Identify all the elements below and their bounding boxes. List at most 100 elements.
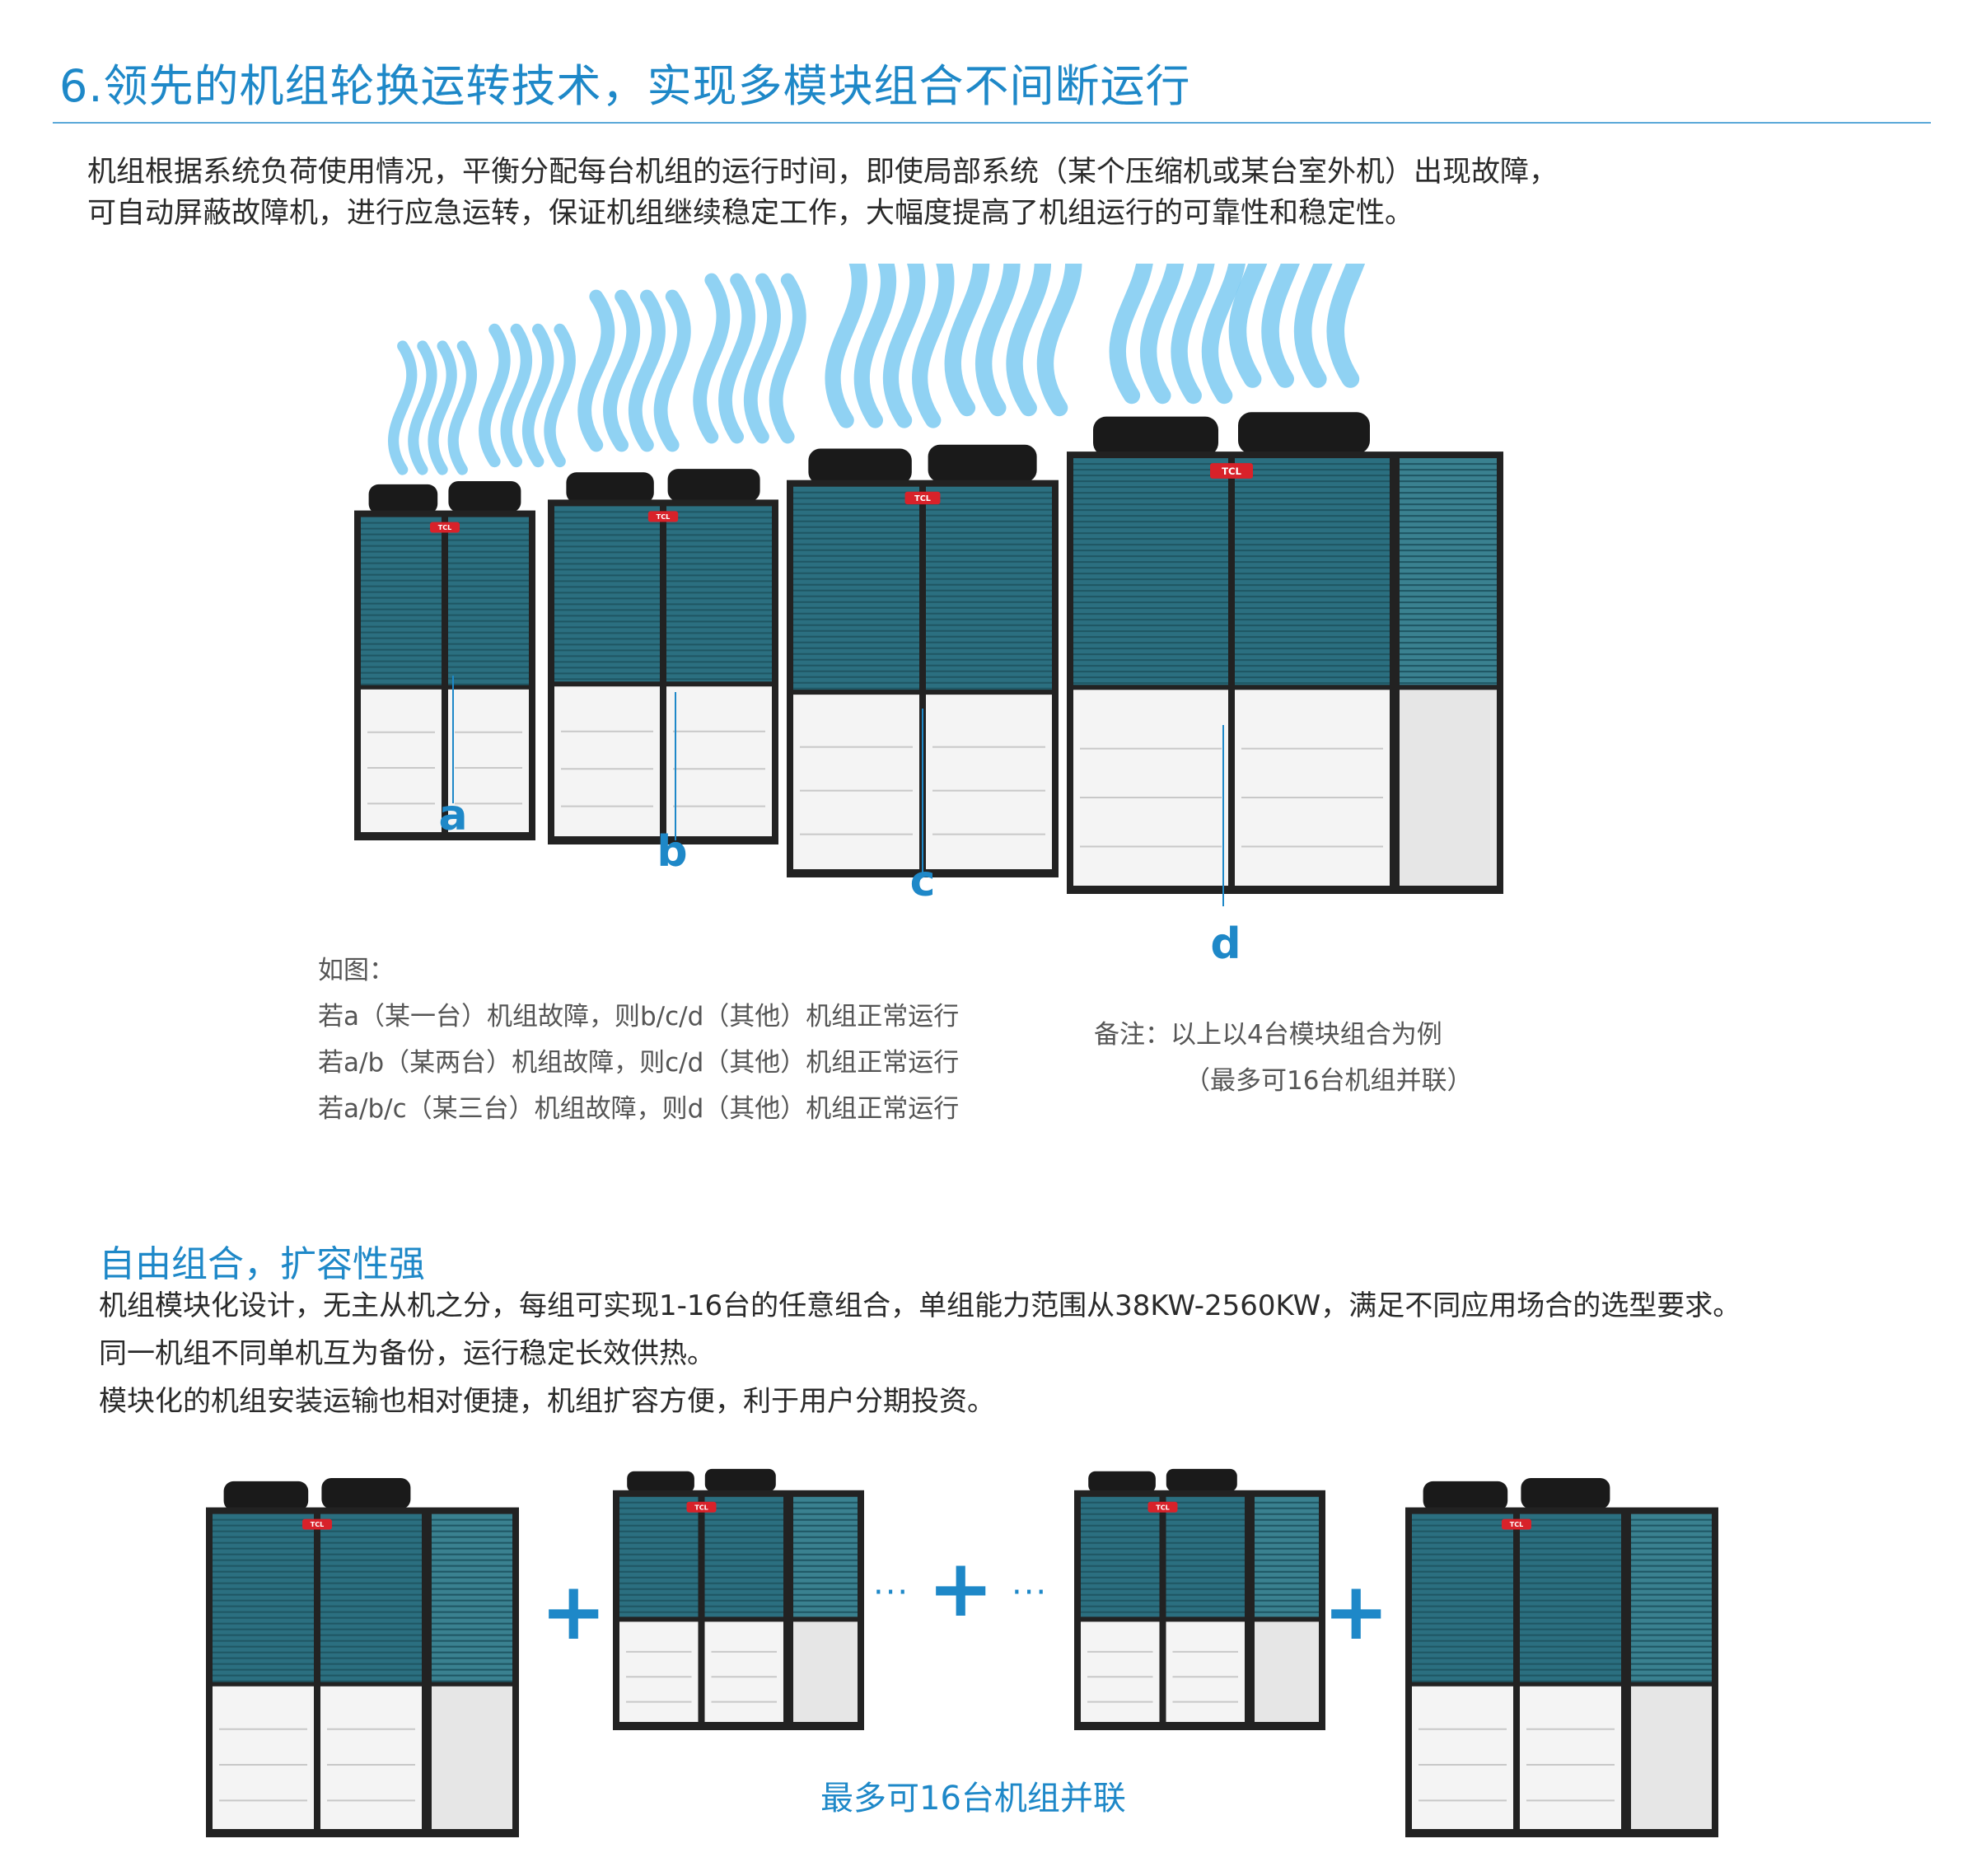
airflow-icon [825, 231, 955, 428]
coil-panel [1400, 458, 1497, 685]
coil-panel [1166, 1496, 1245, 1617]
coil-panel [1255, 1496, 1319, 1617]
unit-module: TCL [1074, 1468, 1325, 1730]
access-panel [1255, 1621, 1319, 1722]
access-panel [1520, 1686, 1621, 1829]
tcl-logo-icon [1210, 463, 1253, 479]
combo-unit-2: TCL [613, 1468, 864, 1730]
coil-panel [448, 517, 529, 685]
access-panel [432, 1686, 512, 1829]
modular-description: 机组模块化设计，无主从机之分，每组可实现1-16台的任意组合，单组能力范围从38… [99, 1282, 1741, 1425]
fan-icon [667, 469, 760, 502]
brand-label: TCL [1156, 1504, 1169, 1511]
access-panel [1412, 1686, 1513, 1829]
brand-label: TCL [1510, 1521, 1523, 1528]
access-panel [361, 689, 442, 832]
coil-panel [1412, 1513, 1513, 1682]
unit-module: TCL [354, 480, 535, 840]
unit-label-a: a [438, 791, 468, 840]
coil-panel [1520, 1513, 1621, 1682]
note-text: 备注：以上以4台模块组合为例 （最多可16台机组并联） [1094, 1012, 1472, 1104]
coil-panel [1631, 1513, 1712, 1682]
fan-icon [928, 444, 1037, 483]
combo-unit-3: TCL [1074, 1468, 1325, 1730]
access-panel [1235, 690, 1390, 886]
access-panel [1166, 1621, 1245, 1722]
fan-icon [1166, 1468, 1237, 1492]
access-panel [448, 689, 529, 832]
combo-unit-4: TCL [1405, 1477, 1718, 1837]
combo-unit-1: TCL [206, 1477, 519, 1837]
unit-module: TCL [206, 1477, 519, 1837]
fan-icon [566, 472, 654, 503]
access-panel [666, 686, 772, 836]
unit-label-d: d [1210, 919, 1241, 969]
access-panel [619, 1621, 699, 1722]
tcl-logo-icon [302, 1518, 332, 1530]
airflow-icon [944, 209, 1082, 417]
coil-panel [432, 1513, 512, 1682]
plus-icon: + [540, 1565, 607, 1658]
unit-module: TCL [613, 1468, 864, 1730]
access-panel [1631, 1686, 1712, 1829]
unit-module: TCL [1067, 412, 1503, 894]
intro-line: 机组根据系统负荷使用情况，平衡分配每台机组的运行时间，即使局部系统（某个压缩机或… [87, 156, 1559, 189]
access-panel [554, 686, 660, 836]
example-line: 若a（某一台）机组故障，则b/c/d（其他）机组正常运行 [318, 1002, 960, 1032]
example-text: 如图： 若a（某一台）机组故障，则b/c/d（其他）机组正常运行 若a/b（某两… [318, 947, 959, 1132]
coil-panel [619, 1496, 699, 1617]
plus-icon: + [1323, 1565, 1390, 1658]
tcl-logo-icon [647, 511, 679, 522]
desc-line: 同一机组不同单机互为备份，运行稳定长效供热。 [99, 1337, 715, 1370]
unit-module: TCL [548, 469, 778, 844]
access-panel [1400, 690, 1497, 886]
coil-panel [793, 1496, 858, 1617]
unit-label-c: c [909, 857, 936, 906]
coil-panel [666, 506, 772, 682]
coil-panel [1081, 1496, 1160, 1617]
access-panel [793, 1621, 858, 1722]
access-panel [926, 695, 1052, 869]
fan-icon [1088, 1471, 1156, 1493]
ellipsis-icon: ··· [873, 1574, 910, 1612]
airflow-icon [1228, 164, 1375, 388]
subsection-heading: 自由组合，扩容性强 [99, 1243, 425, 1285]
brand-label: TCL [1222, 465, 1241, 477]
fan-icon [808, 448, 912, 484]
coil-panel [1073, 458, 1228, 685]
intro-line: 可自动屏蔽故障机，进行应急运转，保证机组继续稳定工作，大幅度提高了机组运行的可靠… [87, 197, 1414, 230]
airflow-icon [388, 340, 477, 475]
tcl-logo-icon [1147, 1501, 1178, 1513]
fan-icon [627, 1471, 694, 1493]
fan-icon [1423, 1481, 1508, 1511]
access-panel [1073, 690, 1228, 886]
coil-panel [320, 1513, 422, 1682]
example-line: 若a/b（某两台）机组故障，则c/d（其他）机组正常运行 [318, 1048, 960, 1078]
note-line: 备注：以上以4台模块组合为例 [1094, 1020, 1442, 1050]
airflow-icon [479, 323, 576, 468]
fan-icon [1238, 412, 1370, 454]
brand-label: TCL [694, 1504, 708, 1511]
tcl-logo-icon [686, 1501, 717, 1513]
tcl-logo-icon [904, 491, 941, 505]
desc-line: 机组模块化设计，无主从机之分，每组可实现1-16台的任意组合，单组能力范围从38… [99, 1289, 1741, 1322]
title-divider [53, 122, 1931, 124]
desc-line: 模块化的机组安装运输也相对便捷，机组扩容方便，利于用户分期投资。 [99, 1385, 995, 1418]
example-line: 若a/b/c（某三台）机组故障，则d（其他）机组正常运行 [318, 1094, 960, 1124]
fan-icon [223, 1481, 309, 1511]
access-panel [704, 1621, 783, 1722]
max-units-caption: 最多可16台机组并联 [820, 1780, 1126, 1818]
brand-label: TCL [914, 494, 931, 503]
airflow-icon [693, 273, 806, 444]
coil-panel [1235, 458, 1390, 685]
fan-icon [704, 1468, 776, 1492]
fan-icon [448, 480, 521, 512]
tcl-logo-icon [430, 522, 460, 533]
tcl-logo-icon [1502, 1518, 1531, 1530]
fan-icon [1093, 416, 1218, 456]
unit-module: TCL [1405, 1477, 1718, 1837]
coil-panel [554, 506, 660, 682]
access-panel [1081, 1621, 1160, 1722]
